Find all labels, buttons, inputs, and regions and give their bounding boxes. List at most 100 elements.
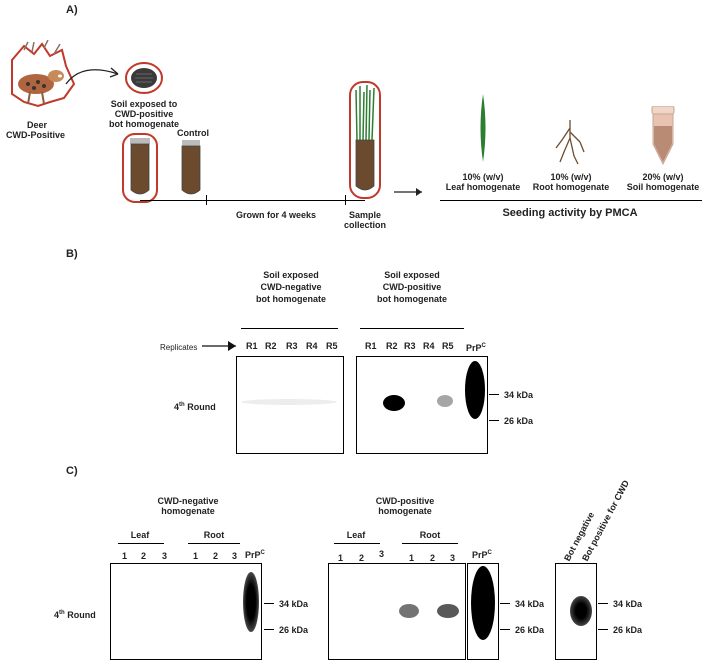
c-neg-leaf-1: 1 — [122, 551, 128, 561]
band-r2 — [383, 395, 405, 411]
b-neg-line1: Soil exposed — [263, 270, 319, 280]
soil-exposed-line3: bot homogenate — [109, 119, 179, 129]
blot-c-prpc — [467, 563, 499, 660]
leaf-icon — [480, 94, 486, 162]
panel-b-label: B) — [66, 248, 78, 260]
soil-pct: 20% (w/v) — [642, 172, 684, 182]
c-neg-root-2: 2 — [213, 551, 219, 561]
b-pos-lane-3: R3 — [404, 341, 416, 351]
c-bot-marker-26: 26 kDa — [613, 625, 643, 635]
bot-homogenate-icon — [125, 62, 163, 94]
replicates-arrow — [202, 341, 236, 351]
blot-c-bot — [555, 563, 597, 660]
c-pos-line1: CWD-positive — [375, 496, 435, 506]
seeding-underline — [440, 200, 702, 201]
b-pos-line1: Soil exposed — [384, 270, 440, 280]
c-neg-leaf-line — [118, 543, 164, 544]
c-pos-prpc-text: PrPC — [472, 550, 492, 560]
b-neg-lane-4: R4 — [306, 341, 318, 351]
b-marker-26: 26 kDa — [504, 416, 534, 426]
b-neg-lane-5: R5 — [326, 341, 338, 351]
root-icon — [555, 120, 585, 165]
band-root-3 — [437, 604, 459, 618]
b-pos-lane-2: R2 — [386, 341, 398, 351]
c-pos-root-2: 2 — [430, 553, 436, 563]
arrow-to-homogenates — [394, 188, 422, 196]
blot-b-positive — [356, 356, 488, 454]
c-pos-root-1: 1 — [409, 553, 415, 563]
c-neg-marker-26-tick — [264, 629, 274, 630]
b-pos-lane-5: R5 — [442, 341, 454, 351]
grown-label: Grown for 4 weeks — [235, 210, 317, 220]
c-pos-line2: homogenate — [378, 506, 432, 516]
timeline-tick-end — [345, 195, 346, 205]
c-pos-leaf-2: 2 — [359, 553, 365, 563]
b-neg-line3: bot homogenate — [256, 294, 326, 304]
c-neg-root-3: 3 — [232, 551, 238, 561]
c-bot-marker-34-tick — [598, 603, 608, 604]
b-neg-lane-3: R3 — [286, 341, 298, 351]
soil-exposed-line2: CWD-positive — [114, 109, 174, 119]
c-bot-marker-26-tick — [598, 629, 608, 630]
b-marker-26-tick — [489, 420, 499, 421]
b-marker-34: 34 kDa — [504, 390, 534, 400]
seeding-label: Seeding activity by PMCA — [502, 207, 638, 219]
deer-illustration — [11, 40, 76, 108]
c-neg-leaf-2: 2 — [141, 551, 147, 561]
c-neg-marker-34-tick — [264, 603, 274, 604]
b-pos-underline — [360, 328, 464, 329]
b-neg-lane-2: R2 — [265, 341, 277, 351]
arrow-deer-to-bot — [65, 67, 119, 85]
c-round-label: 4th Round — [54, 610, 96, 620]
c-neg-root-line — [188, 543, 240, 544]
c-neg-line1: CWD-negative — [157, 496, 219, 506]
c-pos-root-line — [402, 543, 458, 544]
c-pos-marker-26: 26 kDa — [515, 625, 545, 635]
b-pos-lane-4: R4 — [423, 341, 435, 351]
c-pos-root-label: Root — [419, 530, 441, 540]
sample-label-line1: Sample — [348, 210, 381, 220]
blot-c-negative — [110, 563, 262, 660]
timeline-tick-start — [206, 195, 207, 205]
c-neg-marker-26: 26 kDa — [279, 625, 309, 635]
c-neg-line2: homogenate — [161, 506, 215, 516]
faint-band — [241, 399, 337, 405]
blot-b-negative — [236, 356, 344, 454]
c-neg-root-label: Root — [203, 530, 225, 540]
c-pos-leaf-1: 1 — [338, 553, 344, 563]
band-prpc — [465, 361, 485, 419]
c-pos-leaf-label: Leaf — [346, 530, 366, 540]
c-neg-root-1: 1 — [193, 551, 199, 561]
c-pos-leaf-3: 3 — [379, 549, 385, 559]
c-neg-prpc-text: PrPC — [245, 550, 265, 560]
band-prpc-c-pos — [471, 566, 495, 640]
timeline-line — [140, 200, 365, 201]
c-pos-marker-34-tick — [500, 603, 510, 604]
b-pos-line3: bot homogenate — [377, 294, 447, 304]
c-neg-marker-34: 34 kDa — [279, 599, 309, 609]
leaf-label: Leaf homogenate — [445, 182, 521, 192]
root-label: Root homogenate — [532, 182, 610, 192]
c-neg-leaf-label: Leaf — [130, 530, 150, 540]
soil-exposed-line1: Soil exposed to — [110, 99, 178, 109]
band-root-1 — [399, 604, 419, 618]
soil-tube-icon — [651, 106, 675, 166]
band-bot-positive — [570, 596, 592, 626]
b-pos-lane-1: R1 — [365, 341, 377, 351]
b-neg-line2: CWD-negative — [260, 282, 322, 292]
b-prpc-label: PrPC — [466, 343, 486, 353]
blot-c-positive — [328, 563, 466, 660]
root-pct: 10% (w/v) — [550, 172, 592, 182]
c-pos-leaf-line — [334, 543, 380, 544]
exposed-soil-tube — [122, 133, 158, 203]
band-prpc-c-neg — [243, 572, 259, 632]
control-tube — [181, 140, 201, 195]
replicates-label: Replicates — [160, 343, 198, 352]
grown-plant-tube — [349, 81, 381, 199]
panel-a-label: A) — [66, 4, 78, 16]
b-marker-34-tick — [489, 394, 499, 395]
panel-c-label: C) — [66, 465, 78, 477]
c-pos-marker-26-tick — [500, 629, 510, 630]
b-round-label: 4th Round — [174, 402, 216, 412]
b-neg-lane-1: R1 — [246, 341, 258, 351]
